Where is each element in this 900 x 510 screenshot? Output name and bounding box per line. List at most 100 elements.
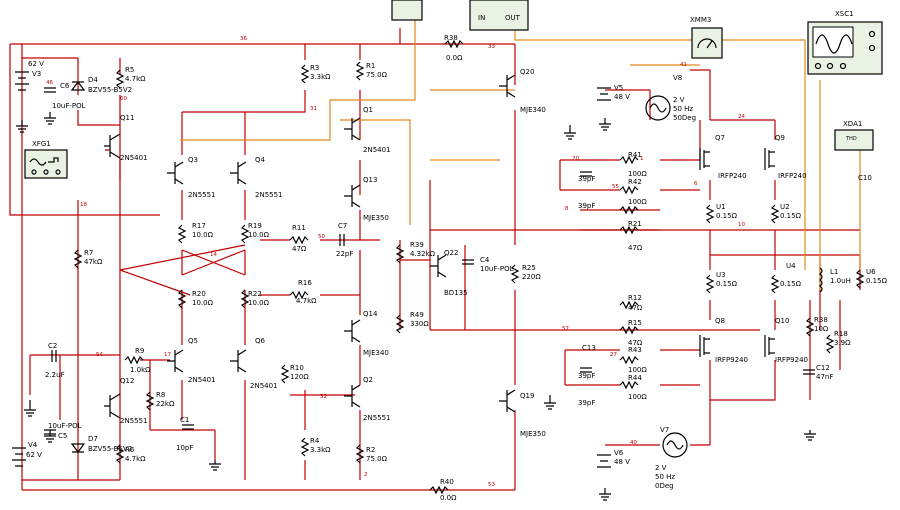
- xbp-bode-plotter[interactable]: IN OUT: [469, 0, 529, 31]
- svg-text:Q10: Q10: [775, 317, 789, 325]
- svg-text:100Ω: 100Ω: [628, 198, 647, 206]
- svg-text:C6: C6: [60, 82, 70, 90]
- xsc-oscilloscope[interactable]: XSC1: [807, 10, 883, 75]
- svg-text:39pF: 39pF: [578, 175, 595, 183]
- svg-text:1.0kΩ: 1.0kΩ: [130, 366, 151, 374]
- svg-text:39pF: 39pF: [578, 202, 595, 210]
- svg-text:U3: U3: [716, 271, 726, 279]
- svg-text:27: 27: [610, 352, 617, 358]
- svg-text:C4: C4: [480, 256, 490, 264]
- svg-text:0.15Ω: 0.15Ω: [780, 212, 802, 220]
- svg-text:41: 41: [680, 62, 687, 68]
- svg-text:3.3kΩ: 3.3kΩ: [310, 446, 331, 454]
- svg-text:39pF: 39pF: [578, 372, 595, 380]
- xmm-multimeter[interactable]: XMM3: [690, 16, 723, 59]
- svg-text:330Ω: 330Ω: [410, 320, 429, 328]
- svg-text:R3: R3: [310, 64, 319, 72]
- svg-text:55: 55: [612, 184, 619, 190]
- svg-text:0.15Ω: 0.15Ω: [716, 212, 738, 220]
- svg-text:62 V: 62 V: [28, 60, 44, 68]
- svg-text:V8: V8: [673, 74, 682, 82]
- svg-text:BZV55-B5V2: BZV55-B5V2: [88, 86, 132, 94]
- small-meter-top[interactable]: [391, 0, 423, 21]
- svg-text:20: 20: [572, 156, 579, 162]
- capacitors: [182, 171, 815, 430]
- ac-source-v7: V7 2 V 50 Hz 0Deg: [655, 426, 688, 490]
- transistors: [104, 74, 775, 419]
- svg-text:10uF-POL: 10uF-POL: [48, 422, 82, 430]
- svg-text:Q4: Q4: [255, 156, 266, 164]
- svg-text:R10: R10: [290, 364, 304, 372]
- svg-text:36: 36: [240, 36, 247, 42]
- svg-text:53: 53: [488, 482, 495, 488]
- svg-text:54: 54: [96, 352, 103, 358]
- svg-text:R4: R4: [310, 437, 320, 445]
- xfg-label: XFG1: [32, 140, 51, 148]
- svg-text:R38: R38: [814, 316, 828, 324]
- out-label: OUT: [505, 14, 521, 22]
- svg-text:2N5401: 2N5401: [363, 146, 391, 154]
- svg-text:8: 8: [565, 206, 569, 212]
- svg-text:4.7kΩ: 4.7kΩ: [296, 297, 317, 305]
- svg-text:2 V: 2 V: [655, 464, 667, 472]
- svg-text:2N5401: 2N5401: [250, 382, 278, 390]
- svg-text:18: 18: [80, 202, 87, 208]
- svg-text:2: 2: [364, 472, 368, 478]
- svg-text:R41: R41: [628, 151, 642, 159]
- svg-text:MJE350: MJE350: [363, 214, 389, 222]
- svg-text:C5: C5: [58, 432, 67, 440]
- resistors: [73, 39, 865, 495]
- svg-text:Q7: Q7: [715, 134, 725, 142]
- svg-text:10Ω: 10Ω: [814, 325, 829, 333]
- svg-text:2N5551: 2N5551: [255, 191, 283, 199]
- svg-text:L1: L1: [830, 268, 838, 276]
- svg-text:10: 10: [738, 222, 745, 228]
- svg-text:2 V: 2 V: [673, 96, 685, 104]
- svg-text:R44: R44: [628, 374, 642, 382]
- svg-text:Q13: Q13: [363, 176, 377, 184]
- svg-text:R49: R49: [410, 311, 424, 319]
- svg-text:100Ω: 100Ω: [628, 366, 647, 374]
- cap-c2: C2 2.2uF: [45, 342, 65, 379]
- svg-text:V3: V3: [32, 70, 41, 78]
- svg-text:U6: U6: [866, 268, 876, 276]
- xfg-function-generator[interactable]: XFG1: [24, 140, 68, 179]
- svg-text:BD135: BD135: [444, 289, 468, 297]
- svg-text:10.0Ω: 10.0Ω: [192, 231, 214, 239]
- svg-text:0.0Ω: 0.0Ω: [440, 494, 457, 502]
- svg-text:10.0Ω: 10.0Ω: [192, 299, 214, 307]
- svg-text:100Ω: 100Ω: [628, 393, 647, 401]
- wire-probe: [180, 20, 806, 270]
- svg-text:IRFP9240: IRFP9240: [775, 356, 808, 364]
- source-v6: V6 48 V: [597, 449, 630, 468]
- svg-text:R7: R7: [84, 249, 93, 257]
- svg-text:47Ω: 47Ω: [628, 244, 643, 252]
- svg-text:24: 24: [738, 114, 745, 120]
- xda-face: THD: [845, 136, 857, 142]
- svg-text:4.32kΩ: 4.32kΩ: [410, 250, 436, 258]
- svg-text:2.2uF: 2.2uF: [45, 371, 65, 379]
- svg-text:17: 17: [164, 352, 171, 358]
- svg-text:75.0Ω: 75.0Ω: [366, 455, 388, 463]
- svg-text:V6: V6: [614, 449, 624, 457]
- svg-text:Q1: Q1: [363, 106, 373, 114]
- net-labels: 36 33 31 41 46 60 18 50 14 20 1 57 54 53…: [46, 36, 745, 488]
- xda-distortion-analyzer[interactable]: XDA1 THD: [834, 120, 874, 151]
- svg-text:1.0uH: 1.0uH: [830, 277, 851, 285]
- svg-text:U1: U1: [716, 203, 726, 211]
- svg-text:IRFP240: IRFP240: [778, 172, 807, 180]
- zener-d4: D4 BZV55-B5V2: [70, 76, 132, 94]
- svg-text:C2: C2: [48, 342, 57, 350]
- xsc-label: XSC1: [835, 10, 854, 18]
- svg-text:39pF: 39pF: [578, 399, 595, 407]
- svg-text:R40: R40: [440, 478, 454, 486]
- svg-text:U4: U4: [786, 262, 796, 270]
- svg-text:Q8: Q8: [715, 317, 725, 325]
- svg-text:V4: V4: [28, 441, 38, 449]
- svg-text:0.0Ω: 0.0Ω: [446, 54, 463, 62]
- svg-text:C1: C1: [180, 416, 189, 424]
- svg-text:47kΩ: 47kΩ: [84, 258, 103, 266]
- svg-text:BZV55-B5V2: BZV55-B5V2: [88, 445, 132, 453]
- svg-text:46: 46: [46, 80, 53, 86]
